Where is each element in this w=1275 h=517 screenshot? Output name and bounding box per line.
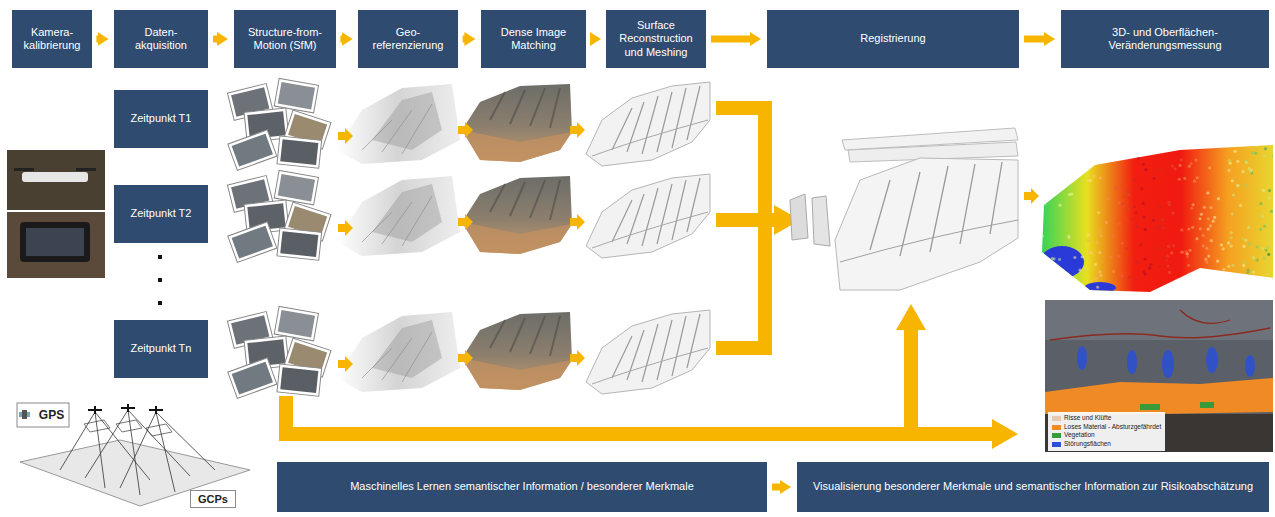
- legend-entry: Loses Material - Absturzgefährdet: [1052, 423, 1161, 432]
- legend-swatch: [1052, 416, 1061, 421]
- time-box: Zeitpunkt T2: [114, 185, 208, 243]
- node-text: Maschinelles Lernen semantischer Informa…: [350, 480, 694, 493]
- change-heatmap: [1040, 140, 1275, 295]
- legend-entry: Risse und Klüfte: [1052, 414, 1161, 423]
- node-text: 3D- und Oberflächen- Veränderungsmessung: [1065, 26, 1265, 52]
- legend-entry: Störungsflächen: [1052, 440, 1161, 449]
- flow-arrow: [213, 36, 218, 43]
- controller-photo: [7, 212, 105, 278]
- flow-arrow: [1024, 36, 1045, 43]
- legend-text: Vegetation: [1064, 431, 1095, 440]
- legend-text: Störungsflächen: [1064, 440, 1111, 449]
- process-band: Visualisierung besonderer Merkmale und s…: [797, 462, 1269, 512]
- time-box: Zeitpunkt T1: [114, 90, 208, 148]
- merge-bracket: [716, 108, 765, 348]
- legend-swatch: [1052, 425, 1061, 430]
- legend-swatch: [1052, 442, 1061, 447]
- ellipsis-dot: [158, 301, 162, 305]
- process-box: Surface Reconstruction und Meshing: [606, 10, 706, 68]
- process-box: Structure-from- Motion (SfM): [234, 10, 336, 68]
- flow-arrow: [340, 36, 342, 43]
- node-text: Daten- akquisition: [118, 26, 204, 52]
- legend-swatch: [1052, 433, 1061, 438]
- flow-arrow: [96, 36, 98, 43]
- process-box: Kamera- kalibrierung: [12, 10, 92, 68]
- tag-box: GPS: [34, 403, 69, 427]
- drone-rotor: [14, 168, 34, 171]
- tablet-screen: [26, 228, 84, 256]
- legend-entry: Vegetation: [1052, 431, 1161, 440]
- node-text: Registrierung: [860, 32, 925, 45]
- process-box: 3D- und Oberflächen- Veränderungsmessung: [1061, 10, 1269, 68]
- flow-arrow: [711, 36, 751, 43]
- node-text: Kamera- kalibrierung: [16, 26, 88, 52]
- node-text: Visualisierung besonderer Merkmale und s…: [813, 480, 1253, 493]
- node-text: Zeitpunkt Tn: [131, 342, 192, 355]
- node-text: GPS: [39, 408, 64, 422]
- process-box: Daten- akquisition: [114, 10, 208, 68]
- legend-text: Loses Material - Absturzgefährdet: [1064, 423, 1161, 432]
- node-text: Dense Image Matching: [485, 26, 582, 52]
- node-text: GCPs: [198, 493, 228, 505]
- process-box: Geo- referenzierung: [358, 10, 458, 68]
- flow-arrow: [772, 484, 781, 491]
- tag-box: GCPs: [190, 490, 236, 508]
- node-text: Zeitpunkt T2: [131, 207, 192, 220]
- drone-rotor: [76, 168, 96, 171]
- flow-arrow: [590, 36, 591, 43]
- ellipsis-dot: [158, 278, 162, 282]
- process-box: Dense Image Matching: [481, 10, 586, 68]
- time-box: Zeitpunkt Tn: [114, 320, 208, 378]
- flow-arrow: [463, 36, 466, 43]
- classified-photo: [1045, 300, 1273, 452]
- flow-arrow: [286, 396, 1000, 434]
- merge-arrow: [716, 213, 782, 227]
- tablet: [20, 222, 90, 262]
- legend: Risse und KlüfteLoses Material - Absturz…: [1048, 412, 1165, 451]
- node-text: Geo- referenzierung: [362, 26, 454, 52]
- flow-arrow: [904, 322, 918, 434]
- node-text: Surface Reconstruction und Meshing: [610, 19, 702, 59]
- node-text: Structure-from- Motion (SfM): [238, 26, 332, 52]
- node-text: Zeitpunkt T1: [131, 112, 192, 125]
- legend-text: Risse und Klüfte: [1064, 414, 1111, 423]
- process-band: Maschinelles Lernen semantischer Informa…: [277, 462, 767, 512]
- drone-photo: [7, 150, 105, 210]
- registered-meshes: [790, 128, 1018, 290]
- drone-body: [22, 172, 88, 182]
- process-box: Registrierung: [767, 10, 1019, 68]
- ellipsis-dot: [158, 255, 162, 259]
